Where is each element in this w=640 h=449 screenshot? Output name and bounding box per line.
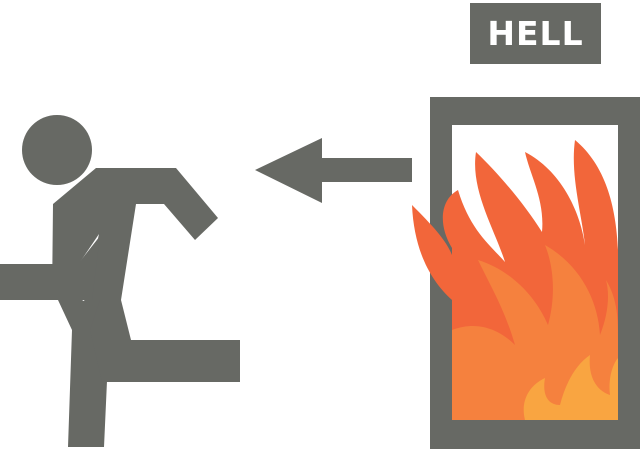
fire-icon xyxy=(412,140,618,420)
person-body xyxy=(0,168,237,380)
person-head xyxy=(22,115,92,185)
left-arrow-icon xyxy=(255,138,412,203)
running-person-icon xyxy=(0,115,240,447)
person-front-leg xyxy=(90,300,240,382)
person-trailing-arm xyxy=(0,236,100,300)
hell-sign: HELL xyxy=(470,3,601,64)
flame-inner xyxy=(523,355,618,420)
hell-sign-text: HELL xyxy=(487,14,584,53)
